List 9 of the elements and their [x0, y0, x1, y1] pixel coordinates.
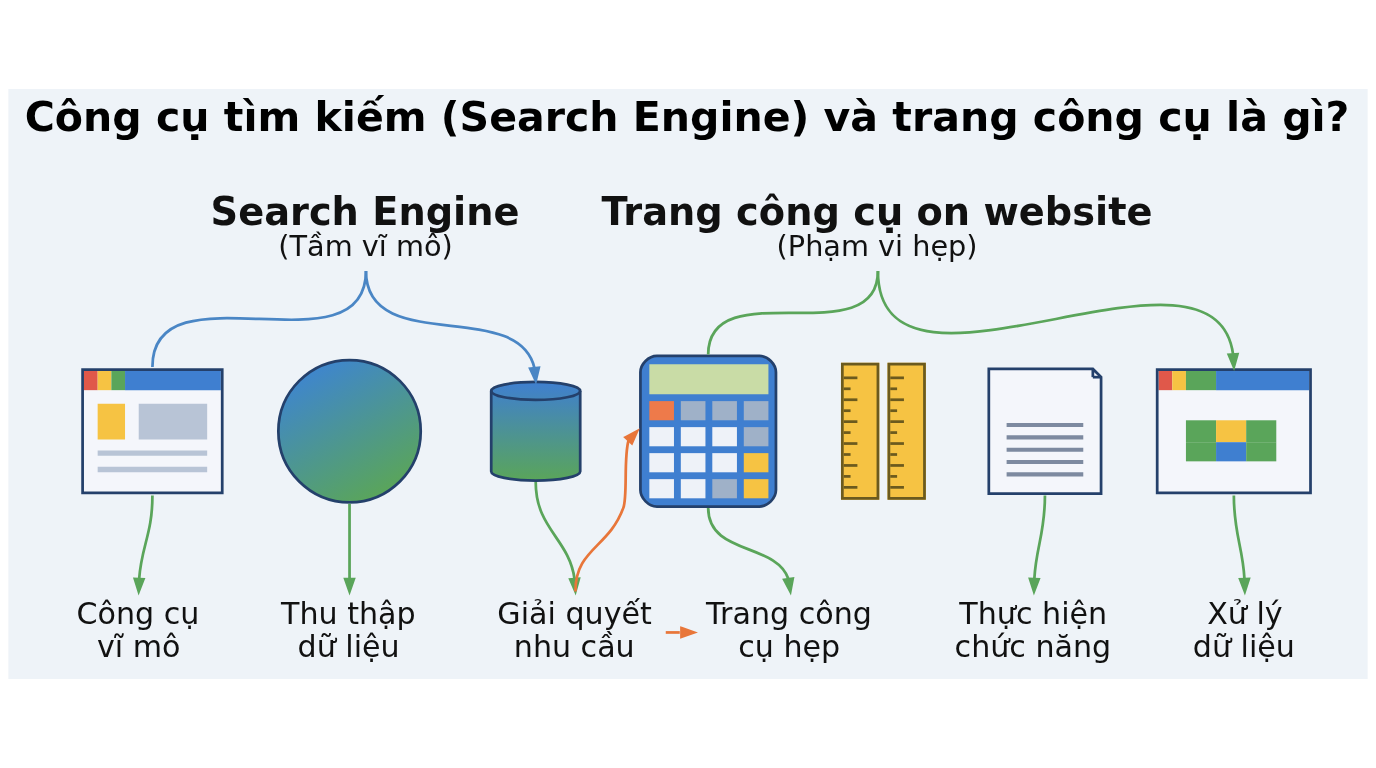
node-text: Thực hiện chức năng: [954, 595, 1112, 664]
node-text: Giải quyết nhu cầu: [497, 595, 652, 664]
node-text: Thu thập dữ liệu: [281, 595, 416, 664]
node-text: Trang công cụ hẹp: [706, 595, 872, 664]
node-text: Xử lý dữ liệu: [1192, 595, 1295, 664]
node-text: Công cụ vĩ mô: [76, 595, 200, 664]
diagram-title: Công cụ tìm kiếm (Search Engine) và trang công cụ là gì?: [24, 93, 1350, 142]
node-text: Trang công cụ on website (Phạm vi hẹp): [601, 189, 1153, 263]
node-text: Search Engine (Tầm vĩ mô): [210, 189, 520, 263]
